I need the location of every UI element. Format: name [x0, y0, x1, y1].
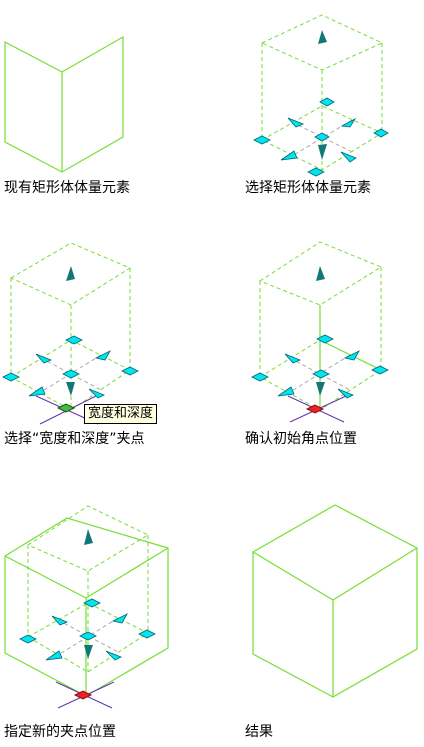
diamond-grip-icon[interactable] — [253, 135, 271, 145]
triangle-arrow-grip-icon[interactable] — [84, 645, 93, 659]
triangle-arrow-grip-icon[interactable] — [84, 529, 93, 545]
hot-grip-icon[interactable] — [305, 404, 325, 414]
diamond-grip-icon[interactable] — [62, 369, 80, 379]
diamond-grip-icon[interactable] — [79, 631, 97, 641]
triangle-arrow-grip-icon[interactable] — [88, 388, 105, 399]
diamond-grip-icon[interactable] — [373, 128, 389, 138]
triangle-arrow-grip-icon[interactable] — [35, 353, 53, 364]
box-edge — [252, 551, 334, 601]
triangle-arrow-grip-icon[interactable] — [337, 388, 354, 399]
diamond-grip-icon[interactable] — [19, 634, 37, 644]
panel-result-box — [252, 504, 418, 698]
triangle-arrow-grip-icon[interactable] — [105, 650, 122, 661]
caption-step-4: 确认初始角点位置 — [245, 431, 357, 447]
caption-step-5: 指定新的夹点位置 — [4, 724, 116, 740]
diamond-grip-icon[interactable] — [65, 335, 83, 345]
triangle-arrow-grip-icon[interactable] — [45, 650, 63, 661]
diamond-grip-icon[interactable] — [316, 334, 334, 344]
diamond-grip-icon[interactable] — [138, 629, 156, 639]
triangle-arrow-grip-icon[interactable] — [277, 386, 295, 397]
diamond-grip-icon[interactable] — [312, 369, 330, 379]
caption-step-2: 选择矩形体体量元素 — [245, 180, 371, 196]
triangle-arrow-grip-icon[interactable] — [316, 382, 325, 396]
panel-select-grip — [2, 242, 139, 425]
triangle-arrow-grip-icon[interactable] — [284, 353, 302, 364]
caption-step-1: 现有矩形体体量元素 — [4, 180, 130, 196]
diamond-grip-icon[interactable] — [314, 132, 330, 142]
triangle-arrow-grip-icon[interactable] — [28, 386, 46, 397]
diamond-grip-icon[interactable] — [307, 167, 325, 177]
diamond-grip-icon[interactable] — [2, 372, 20, 382]
box-outline — [252, 504, 418, 698]
diamond-grip-icon[interactable] — [371, 365, 389, 375]
grip-tooltip: 宽度和深度 — [84, 404, 158, 424]
triangle-arrow-grip-icon[interactable] — [111, 613, 128, 624]
triangle-arrow-grip-icon[interactable] — [51, 615, 69, 626]
diamond-grip-icon[interactable] — [121, 366, 139, 376]
triangle-arrow-grip-icon[interactable] — [287, 117, 305, 128]
caption-step-3: 选择“宽度和深度”夹点 — [4, 431, 145, 447]
triangle-arrow-grip-icon[interactable] — [280, 150, 298, 161]
diamond-grip-icon[interactable] — [251, 372, 269, 382]
panel-selected-box — [253, 14, 389, 177]
caption-step-6: 结果 — [245, 724, 273, 740]
triangle-arrow-grip-icon[interactable] — [318, 144, 327, 160]
box-edge — [332, 547, 418, 601]
triangle-arrow-grip-icon[interactable] — [340, 117, 357, 128]
triangle-arrow-grip-icon[interactable] — [66, 266, 75, 281]
panel-confirm-corner — [251, 241, 389, 423]
triangle-arrow-grip-icon[interactable] — [316, 266, 325, 281]
panel-new-location — [4, 505, 169, 709]
hot-grip-icon[interactable] — [73, 690, 93, 700]
selected-width-depth-grip-icon[interactable] — [56, 403, 76, 413]
diamond-grip-icon[interactable] — [319, 97, 335, 107]
triangle-arrow-grip-icon[interactable] — [340, 151, 357, 163]
box-outline — [4, 35, 124, 173]
panel-existing-box — [4, 35, 124, 173]
diamond-grip-icon[interactable] — [83, 598, 101, 608]
triangle-arrow-grip-icon[interactable] — [318, 30, 327, 44]
triangle-arrow-grip-icon[interactable] — [94, 350, 111, 361]
triangle-arrow-grip-icon[interactable] — [66, 382, 75, 396]
triangle-arrow-grip-icon[interactable] — [343, 350, 360, 361]
